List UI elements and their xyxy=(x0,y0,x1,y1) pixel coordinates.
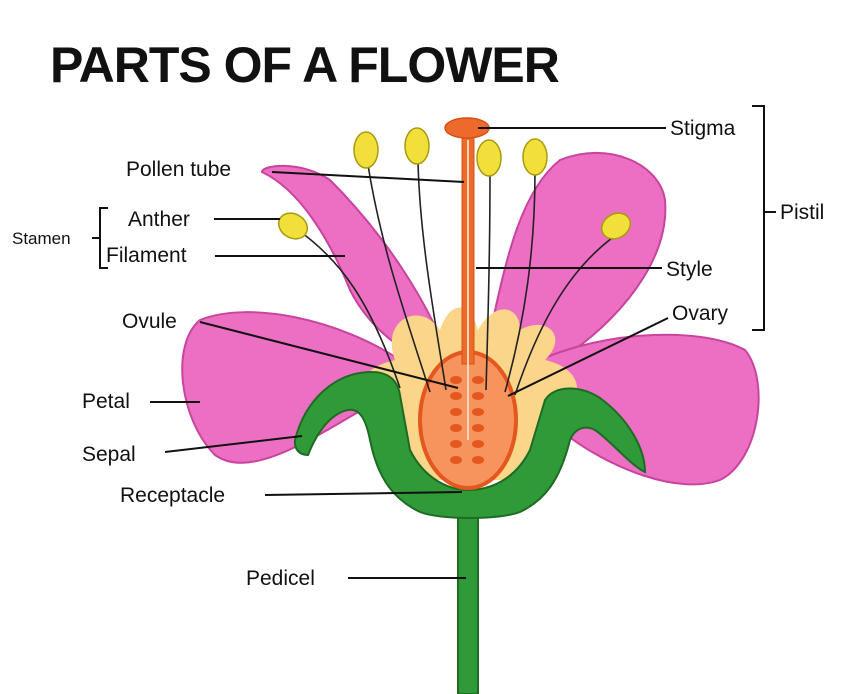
anther-5 xyxy=(523,139,547,175)
ovule-l3 xyxy=(450,408,462,416)
ovule-r5 xyxy=(472,440,484,448)
label-filament: Filament xyxy=(106,244,187,267)
ovule-r1 xyxy=(472,376,484,384)
pistil-bracket xyxy=(752,106,776,330)
label-style: Style xyxy=(666,258,713,281)
label-stamen: Stamen xyxy=(12,229,71,248)
label-pistil: Pistil xyxy=(780,201,824,224)
label-sepal: Sepal xyxy=(82,443,136,466)
label-ovary: Ovary xyxy=(672,302,729,325)
label-anther: Anther xyxy=(128,208,190,231)
ovule-l5 xyxy=(450,440,462,448)
anther-4 xyxy=(477,140,501,176)
ovule-l1 xyxy=(450,376,462,384)
ovule-l6 xyxy=(450,456,462,464)
pedicel-stem xyxy=(458,510,478,694)
label-receptacle: Receptacle xyxy=(120,484,225,507)
anther-1 xyxy=(274,208,312,244)
ovule-r6 xyxy=(472,456,484,464)
anther-3 xyxy=(405,128,429,164)
label-stigma: Stigma xyxy=(670,117,736,140)
ovule-r3 xyxy=(472,408,484,416)
ovule-r2 xyxy=(472,392,484,400)
label-pedicel: Pedicel xyxy=(246,567,315,590)
ovule-l2 xyxy=(450,392,462,400)
label-pollen-tube: Pollen tube xyxy=(126,158,231,181)
page-title: PARTS OF A FLOWER xyxy=(50,37,560,93)
label-petal: Petal xyxy=(82,390,130,413)
ovule-r4 xyxy=(472,424,484,432)
ovule-l4 xyxy=(450,424,462,432)
anther-2 xyxy=(354,132,378,168)
label-ovule: Ovule xyxy=(122,310,177,333)
